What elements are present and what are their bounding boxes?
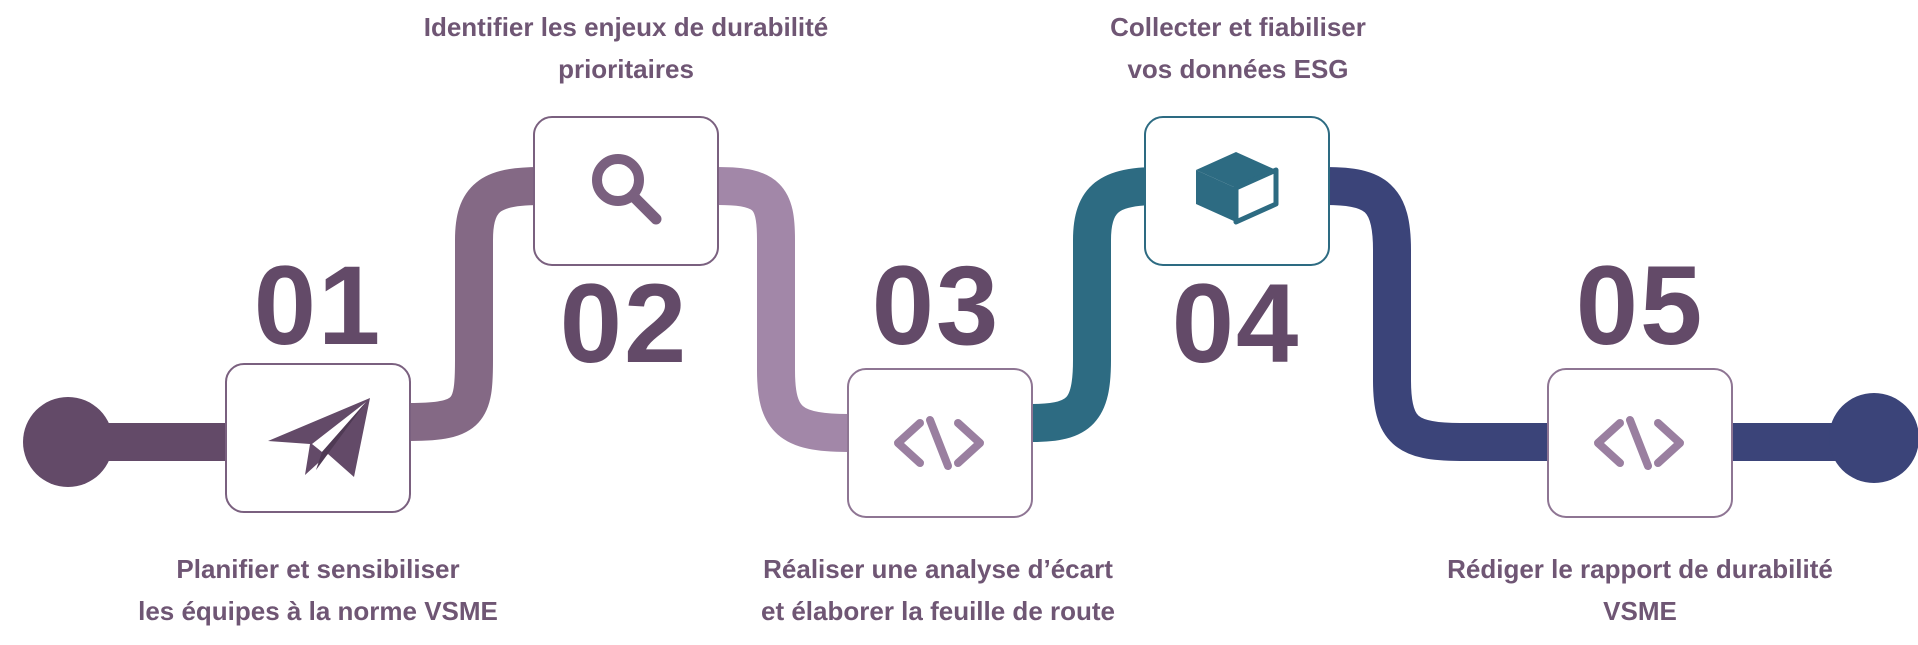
connector-3-4 xyxy=(1031,167,1159,442)
step-caption-2: Identifier les enjeux de durabilité prio… xyxy=(366,6,886,90)
step-caption-4: Collecter et fiabiliser vos données ESG xyxy=(978,6,1498,90)
step-caption-4-line-2: vos données ESG xyxy=(1127,54,1349,84)
step-caption-5-line-1: Rédiger le rapport de durabilité xyxy=(1447,554,1833,584)
step-caption-1: Planifier et sensibiliser les équipes à … xyxy=(58,548,578,632)
step-box-2 xyxy=(533,116,719,266)
step-caption-2-line-2: prioritaires xyxy=(558,54,694,84)
step-caption-5: Rédiger le rapport de durabilité VSME xyxy=(1380,548,1900,632)
connector-4-5 xyxy=(1325,167,1548,461)
step-caption-4-line-1: Collecter et fiabiliser xyxy=(1110,12,1366,42)
step-number-4: 04 xyxy=(1171,261,1301,386)
cube-icon xyxy=(1196,152,1279,225)
paper-plane-icon xyxy=(268,398,370,477)
step-caption-3-line-1: Réaliser une analyse d’écart xyxy=(763,554,1113,584)
code-icon xyxy=(1594,416,1684,470)
connector-path xyxy=(68,167,1850,461)
step-number-5: 05 xyxy=(1575,243,1705,368)
step-caption-3-line-2: et élaborer la feuille de route xyxy=(761,596,1115,626)
end-dot xyxy=(1829,393,1918,483)
step-number-1: 01 xyxy=(253,243,383,368)
code-icon xyxy=(894,416,984,470)
step-caption-2-line-1: Identifier les enjeux de durabilité xyxy=(423,12,829,42)
step-caption-3: Réaliser une analyse d’écart et élaborer… xyxy=(678,548,1198,632)
step-number-2: 02 xyxy=(559,261,689,386)
step-caption-5-line-2: VSME xyxy=(1603,596,1677,626)
step-number-3: 03 xyxy=(871,243,1001,368)
step-caption-1-line-2: les équipes à la norme VSME xyxy=(138,596,498,626)
step-caption-1-line-1: Planifier et sensibiliser xyxy=(176,554,460,584)
connector-2-3 xyxy=(717,167,849,452)
magnifier-icon xyxy=(592,154,662,225)
connector-1-2 xyxy=(409,167,541,441)
start-dot xyxy=(23,397,113,487)
